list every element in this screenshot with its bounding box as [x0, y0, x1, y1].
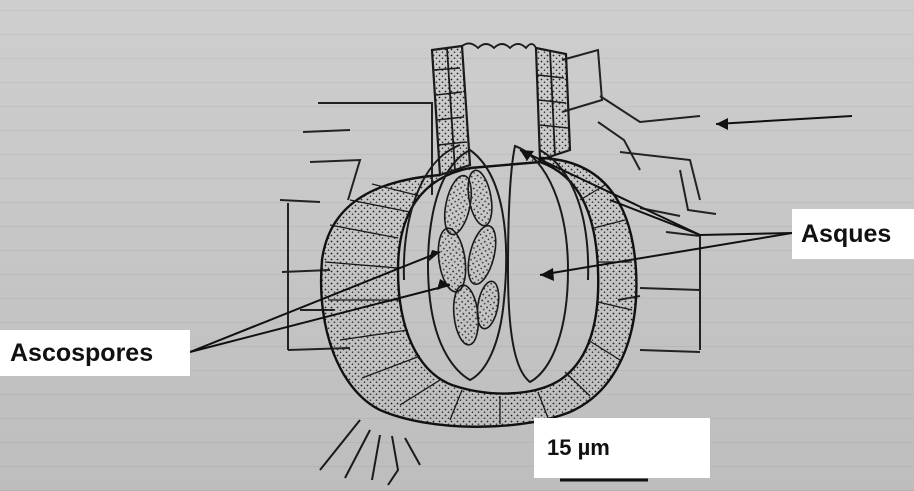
ascus-right — [508, 146, 568, 382]
arrow-asques-lower — [540, 233, 792, 275]
scale-bar-label: 15 µm — [534, 418, 710, 478]
arrow-top-right — [716, 116, 852, 124]
ascospores — [435, 169, 502, 347]
ascospores-label: Ascospores — [0, 330, 190, 376]
asques-label: Asques — [792, 209, 914, 259]
basal-hyphae — [320, 420, 420, 485]
